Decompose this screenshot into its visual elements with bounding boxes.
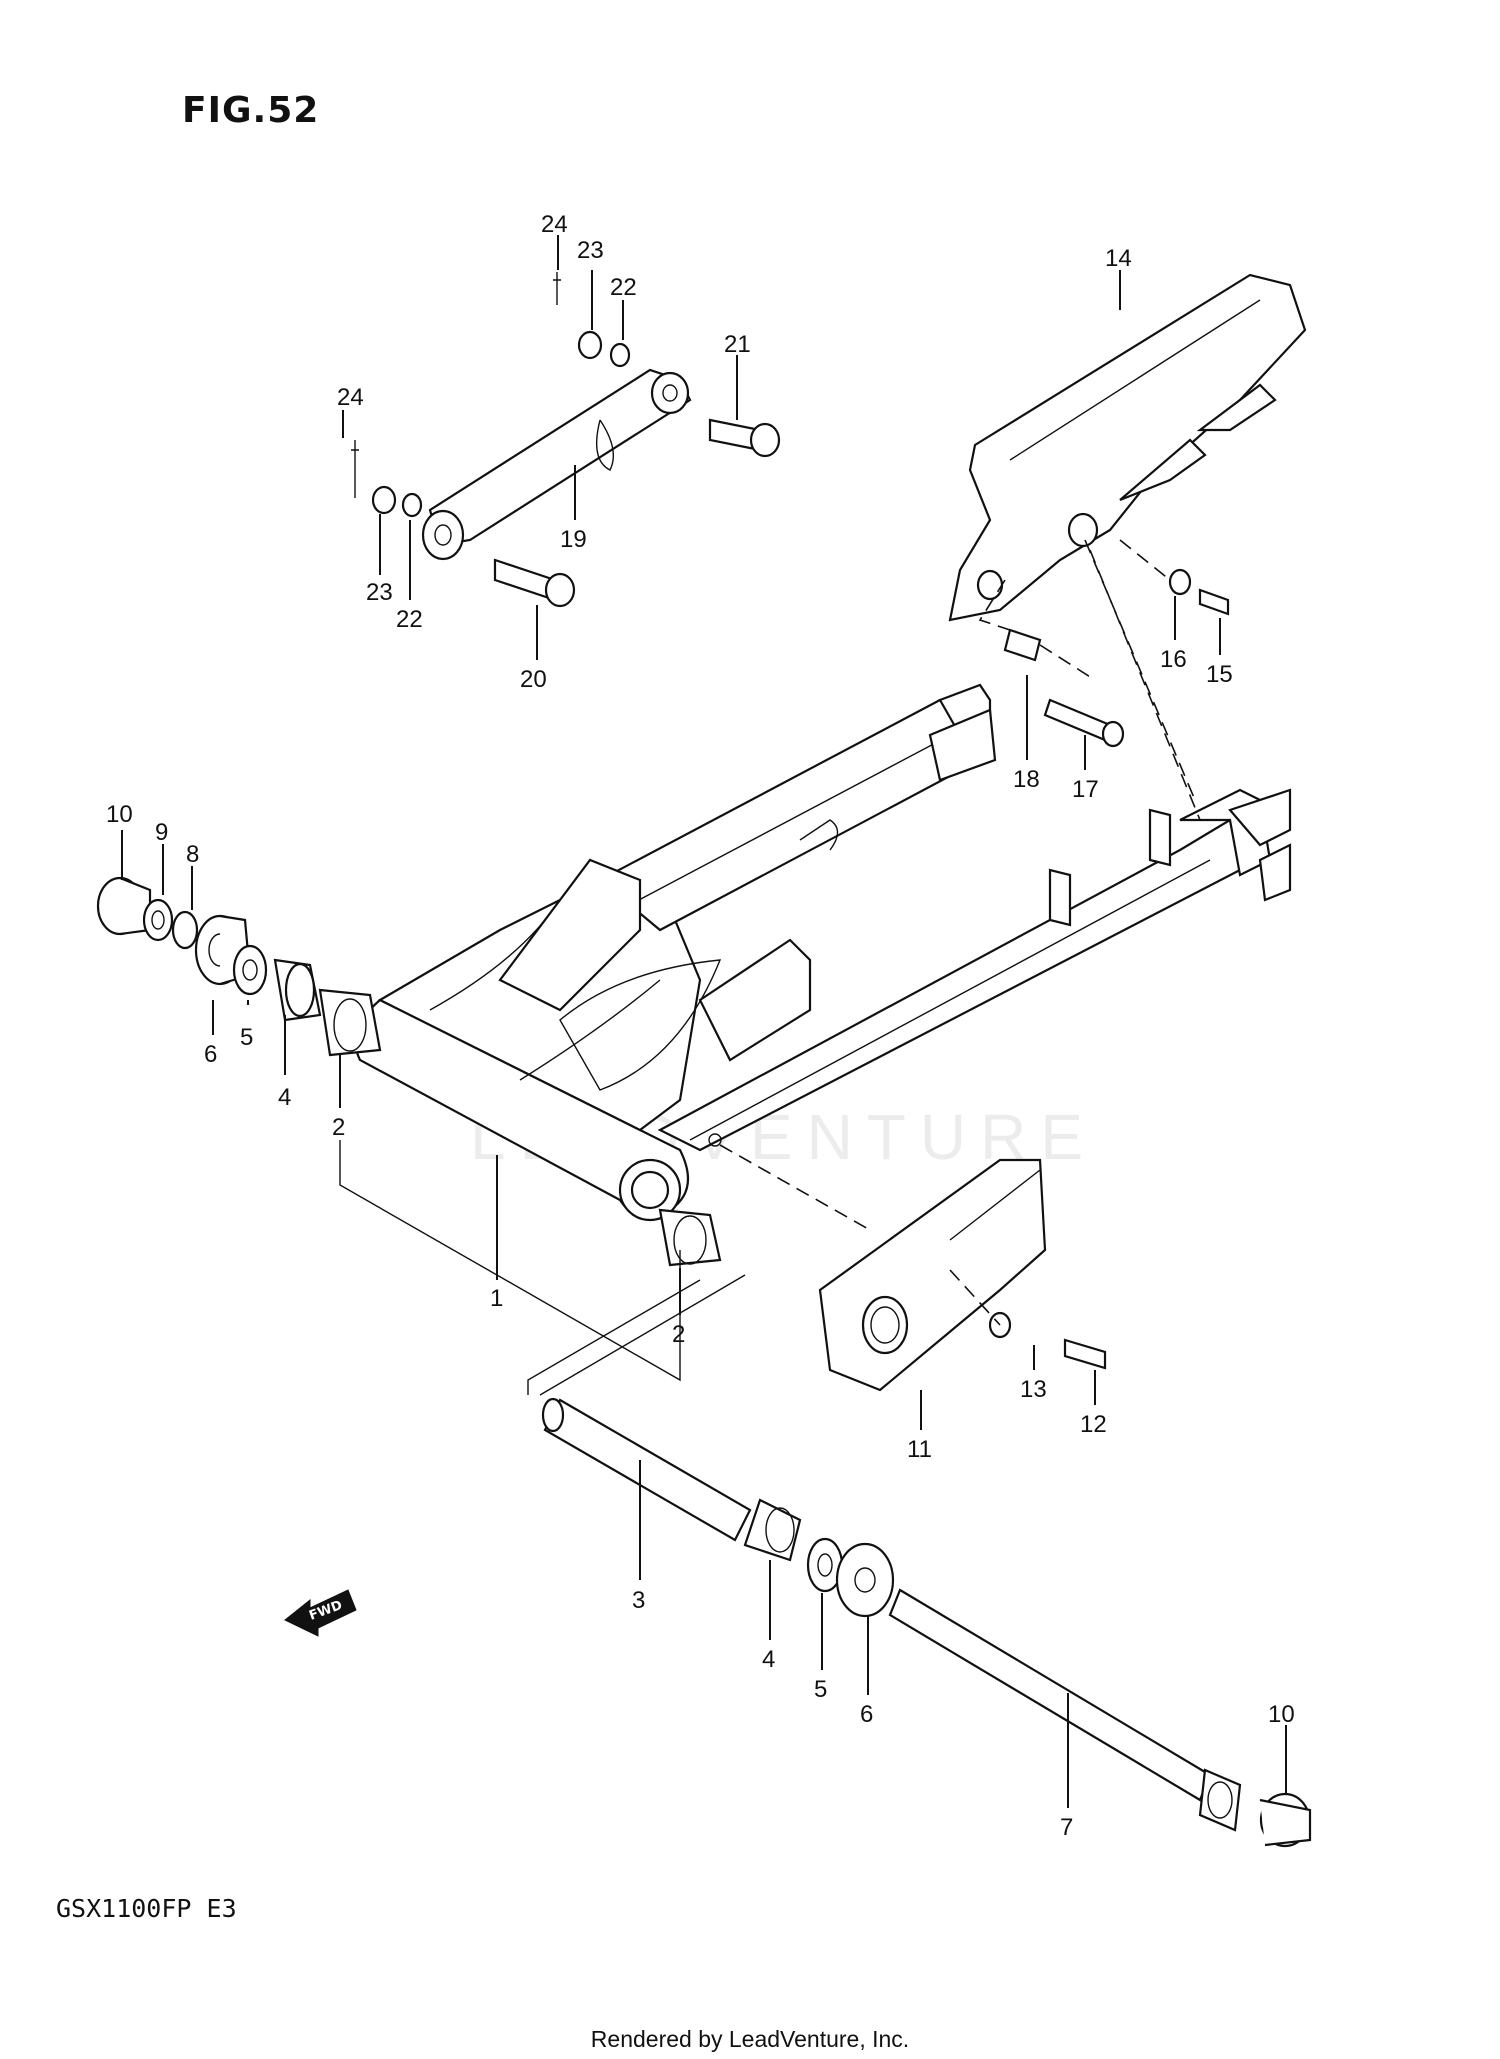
callout-16: 16: [1160, 646, 1187, 673]
footer-credit: Rendered by LeadVenture, Inc.: [590, 2026, 910, 2052]
callout-10-left: 10: [106, 801, 133, 828]
callout-19: 19: [560, 526, 587, 553]
callout-22-top: 22: [610, 274, 637, 301]
callout-labels: 10 9 8 6 5 4 2 1 2 3 4 5 6 7 10 11 12 13…: [106, 211, 1295, 1841]
callout-2-right: 2: [672, 1321, 685, 1348]
callout-24-bottom: 24: [337, 384, 364, 411]
callout-5-left: 5: [240, 1024, 253, 1051]
chain-case: [948, 273, 1307, 748]
callout-9: 9: [155, 819, 168, 846]
leader-lines: [121, 235, 1287, 1808]
forward-direction-arrow: FWD: [284, 1589, 357, 1637]
figure-title: FIG.52: [182, 90, 320, 131]
callout-4-right: 4: [762, 1646, 775, 1673]
callout-13: 13: [1020, 1376, 1047, 1403]
callout-8: 8: [186, 841, 199, 868]
callout-23-bottom: 23: [366, 579, 393, 606]
callout-22-bottom: 22: [396, 606, 423, 633]
callout-18: 18: [1013, 766, 1040, 793]
callout-1: 1: [490, 1285, 503, 1312]
callout-17: 17: [1072, 776, 1099, 803]
callout-3: 3: [632, 1587, 645, 1614]
callout-15: 15: [1206, 661, 1233, 688]
right-needle-bearing: [658, 1208, 722, 1267]
pivot-shaft-parts: [541, 1397, 1312, 1848]
callout-14: 14: [1105, 245, 1132, 272]
callout-11: 11: [907, 1436, 932, 1463]
callout-2-left: 2: [332, 1114, 345, 1141]
torque-rod: [351, 272, 781, 608]
callout-24-top: 24: [541, 211, 568, 238]
callout-6-left: 6: [204, 1041, 217, 1068]
callout-12: 12: [1080, 1411, 1107, 1438]
callout-7: 7: [1060, 1814, 1073, 1841]
callout-6-right: 6: [860, 1701, 873, 1728]
model-code: GSX1100FP E3: [56, 1894, 237, 1923]
callout-21: 21: [724, 331, 751, 358]
chain-buffer: [818, 1158, 1107, 1392]
swingarm: [354, 683, 1292, 1222]
left-pivot-parts: [96, 876, 382, 1057]
callout-5-right: 5: [814, 1676, 827, 1703]
callout-23-top: 23: [577, 237, 604, 264]
callout-20: 20: [520, 666, 547, 693]
callout-10-right: 10: [1268, 1701, 1295, 1728]
callout-4-left: 4: [278, 1084, 291, 1111]
